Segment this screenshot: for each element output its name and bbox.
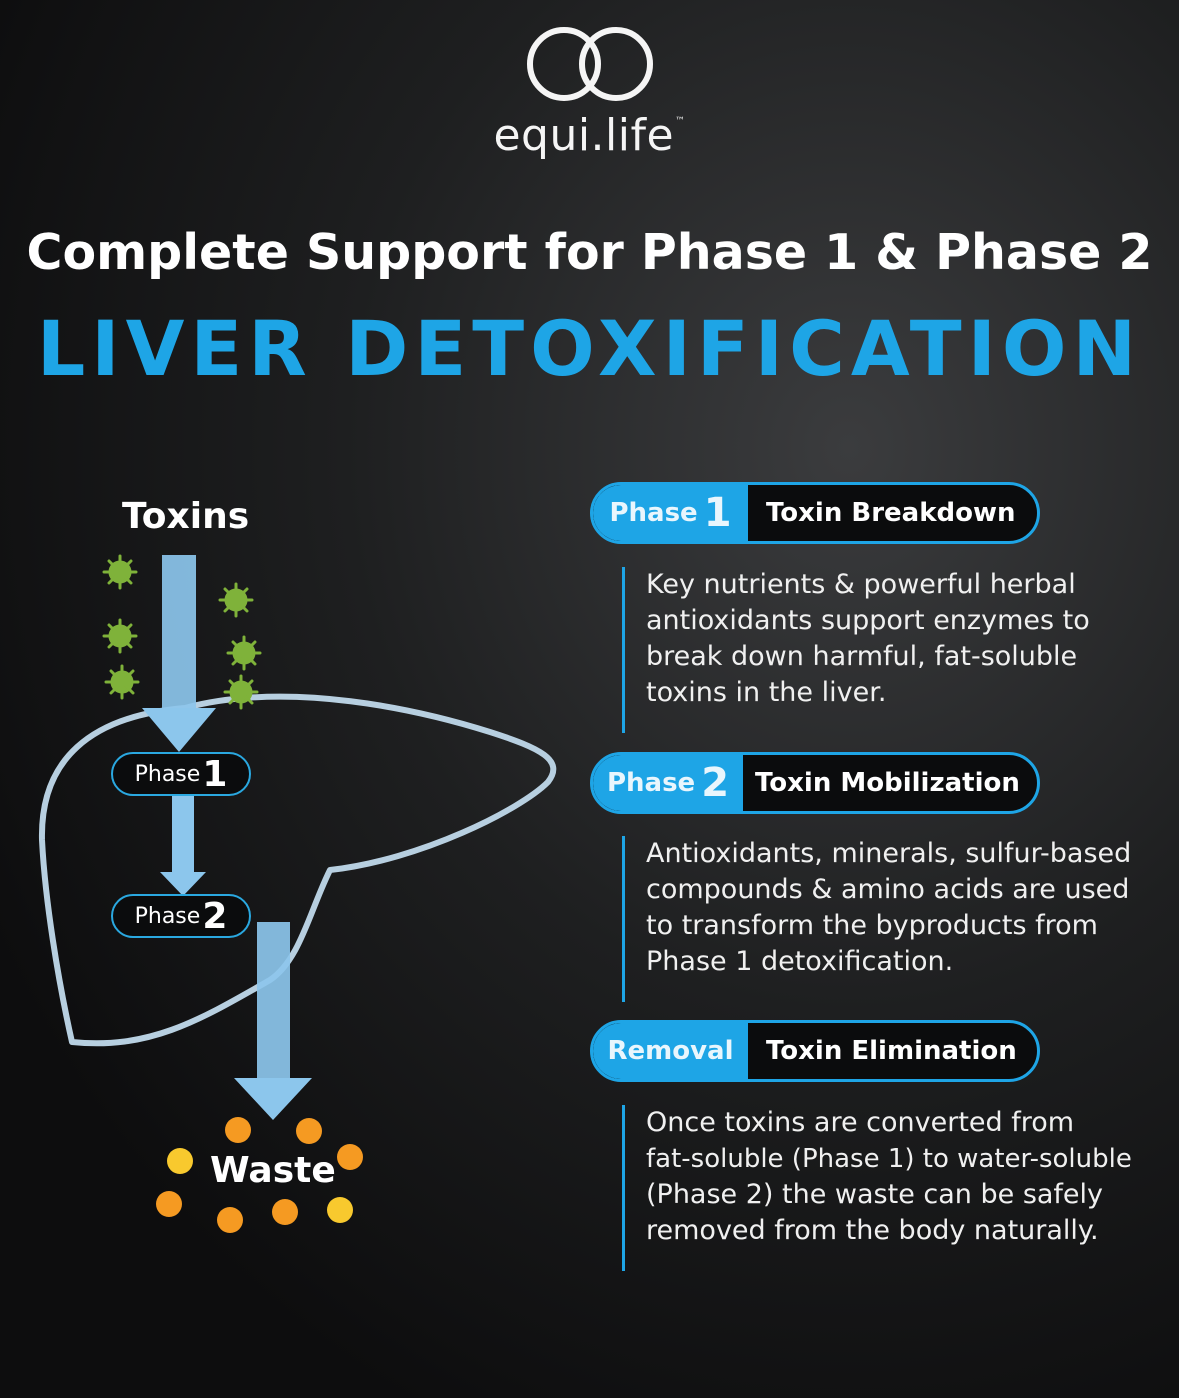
phase2-word: Phase (134, 903, 201, 929)
phase1-number: 1 (202, 753, 228, 795)
step-badge-removal: Removal Toxin Elimination (590, 1020, 1040, 1082)
arrow-down-icon (257, 922, 290, 1082)
arrow-down-icon (172, 792, 194, 874)
trademark-mark: ™ (675, 116, 686, 127)
toxins-label: Toxins (122, 496, 250, 537)
page-subtitle: Complete Support for Phase 1 & Phase 2 (26, 224, 1153, 281)
step-badge-number: 2 (701, 760, 730, 806)
phase2-number: 2 (202, 895, 228, 937)
phase1-word: Phase (134, 761, 201, 787)
waste-dot-icon (156, 1117, 363, 1233)
page-title: LIVER DETOXIFICATION (36, 304, 1143, 393)
step-badge-number: 1 (703, 490, 732, 536)
arrow-down-icon (162, 555, 196, 715)
waste-label: Waste (210, 1150, 336, 1191)
step-badge-word: Phase (606, 768, 696, 798)
interlocking-rings-logo-icon (527, 27, 653, 101)
step-badge-word: Phase (609, 498, 698, 528)
step-title: Toxin Breakdown (766, 498, 1016, 528)
step-badge-label: Removal (593, 1023, 748, 1079)
step-title: Toxin Elimination (766, 1036, 1017, 1066)
step-badge-word: Removal (607, 1036, 734, 1066)
step-title: Toxin Mobilization (755, 768, 1020, 798)
brand-name: equi.life™ (493, 110, 686, 161)
liver-outline-icon (38, 693, 557, 1047)
